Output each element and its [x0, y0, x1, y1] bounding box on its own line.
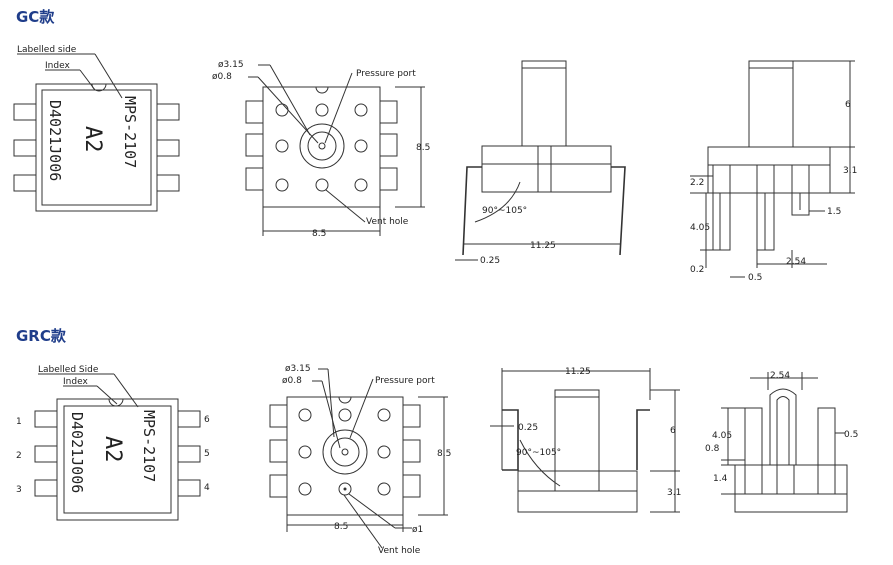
gc-body-outer [35, 83, 158, 212]
grc-pin-3: 3 [16, 485, 22, 495]
gc-side-view: 90°~105° 11.25 0.25 [455, 60, 626, 266]
grc-angle-label: 90°~105° [516, 448, 561, 458]
gc-dim-6: 6 [845, 100, 851, 110]
grc-dim-08: 0.8 [705, 444, 720, 454]
gc-vent-hole [315, 178, 329, 192]
gc-pin [156, 139, 180, 157]
grc-pin-2: 2 [16, 451, 22, 461]
grc-front-view: 2.54 4.05 0.8 1.4 0.5 [705, 371, 858, 513]
gc-dia-08-label: ø0.8 [212, 72, 232, 82]
gc-top-view: Labelled side Index MPS-2107 A2 D4021J00… [13, 45, 180, 212]
gc-dim-22: 2.2 [690, 178, 704, 188]
gc-chip-line2: A2 [80, 126, 105, 153]
grc-dia-315-label: ø3.15 [285, 364, 311, 374]
grc-dim-31: 3.1 [667, 488, 681, 498]
gc-chip-line1: MPS-2107 [121, 96, 139, 168]
grc-dim-85-horizontal: 8.5 [334, 522, 348, 532]
gc-pressure-port-label: Pressure port [356, 69, 416, 79]
gc-dim-15: 1.5 [827, 207, 841, 217]
gc-pin [13, 139, 37, 157]
gc-front-view: 6 3.1 2.2 1.5 4.05 0.2 2.54 0.5 [690, 60, 857, 283]
gc-pin [156, 174, 180, 192]
grc-pin-4: 4 [204, 483, 210, 493]
grc-dim-1125: 11.25 [565, 367, 591, 377]
gc-dim-02: 0.2 [690, 265, 704, 275]
gc-dim-05: 0.5 [748, 273, 762, 283]
grc-chip-line3: D4021J006 [68, 412, 86, 493]
gc-dim-85-horizontal: 8.5 [312, 229, 326, 239]
grc-section-title: GRC款 [16, 327, 66, 345]
grc-index-label: Index [63, 377, 88, 387]
grc-dim-405: 4.05 [712, 431, 732, 441]
grc-dim-254: 2.54 [770, 371, 790, 381]
grc-dim-025: 0.25 [518, 423, 538, 433]
gc-labelled-side-label: Labelled side [17, 45, 77, 55]
grc-pin-6: 6 [204, 415, 210, 425]
gc-dim-85-vertical: 8.5 [416, 143, 430, 153]
gc-body-inner [41, 89, 152, 206]
grc-dim-05: 0.5 [844, 430, 858, 440]
grc-chip-line2: A2 [100, 436, 125, 463]
grc-dia-1-label: ø1 [412, 525, 423, 535]
gc-dim-1125: 11.25 [530, 241, 556, 251]
gc-index-notch [91, 83, 107, 92]
grc-chip-line1: MPS-2107 [140, 410, 158, 482]
gc-index-label: Index [45, 61, 70, 71]
grc-pin-5: 5 [204, 449, 210, 459]
grc-top-view: Labelled Side Index 1 2 3 6 5 4 MPS-2107… [16, 365, 210, 521]
gc-dim-405: 4.05 [690, 223, 710, 233]
gc-pin [156, 103, 180, 121]
gc-chip-line3: D4021J006 [46, 100, 64, 181]
gc-pressure-port [299, 123, 345, 169]
grc-vent-hole-label: Vent hole [378, 546, 421, 556]
grc-dim-6: 6 [670, 426, 676, 436]
gc-dim-025: 0.25 [480, 256, 500, 266]
grc-side-view: 11.25 0.25 90°~105° 6 3.1 [490, 367, 681, 513]
gc-dia-315-label: ø3.15 [218, 60, 244, 70]
grc-labelled-side-label: Labelled Side [38, 365, 99, 375]
gc-vent-hole-label: Vent hole [366, 217, 409, 227]
gc-dim-254: 2.54 [786, 257, 806, 267]
gc-section-title: GC款 [16, 8, 55, 26]
grc-pin-1: 1 [16, 417, 22, 427]
gc-angle-label: 90°~105° [482, 206, 527, 216]
grc-dim-85-vertical: 8.5 [437, 449, 451, 459]
grc-pressure-port-label: Pressure port [375, 376, 435, 386]
gc-bottom-view: ø3.15 ø0.8 Pressure port Vent hole 8.5 [212, 60, 430, 239]
gc-dim-31: 3.1 [843, 166, 857, 176]
grc-dia-08-label: ø0.8 [282, 376, 302, 386]
gc-bottom-body [262, 86, 381, 208]
gc-pin [13, 103, 37, 121]
grc-dim-14: 1.4 [713, 474, 728, 484]
grc-bottom-view: ø3.15 ø0.8 Pressure port 8.5 8.5 ø1 [269, 364, 451, 556]
gc-pin [13, 174, 37, 192]
